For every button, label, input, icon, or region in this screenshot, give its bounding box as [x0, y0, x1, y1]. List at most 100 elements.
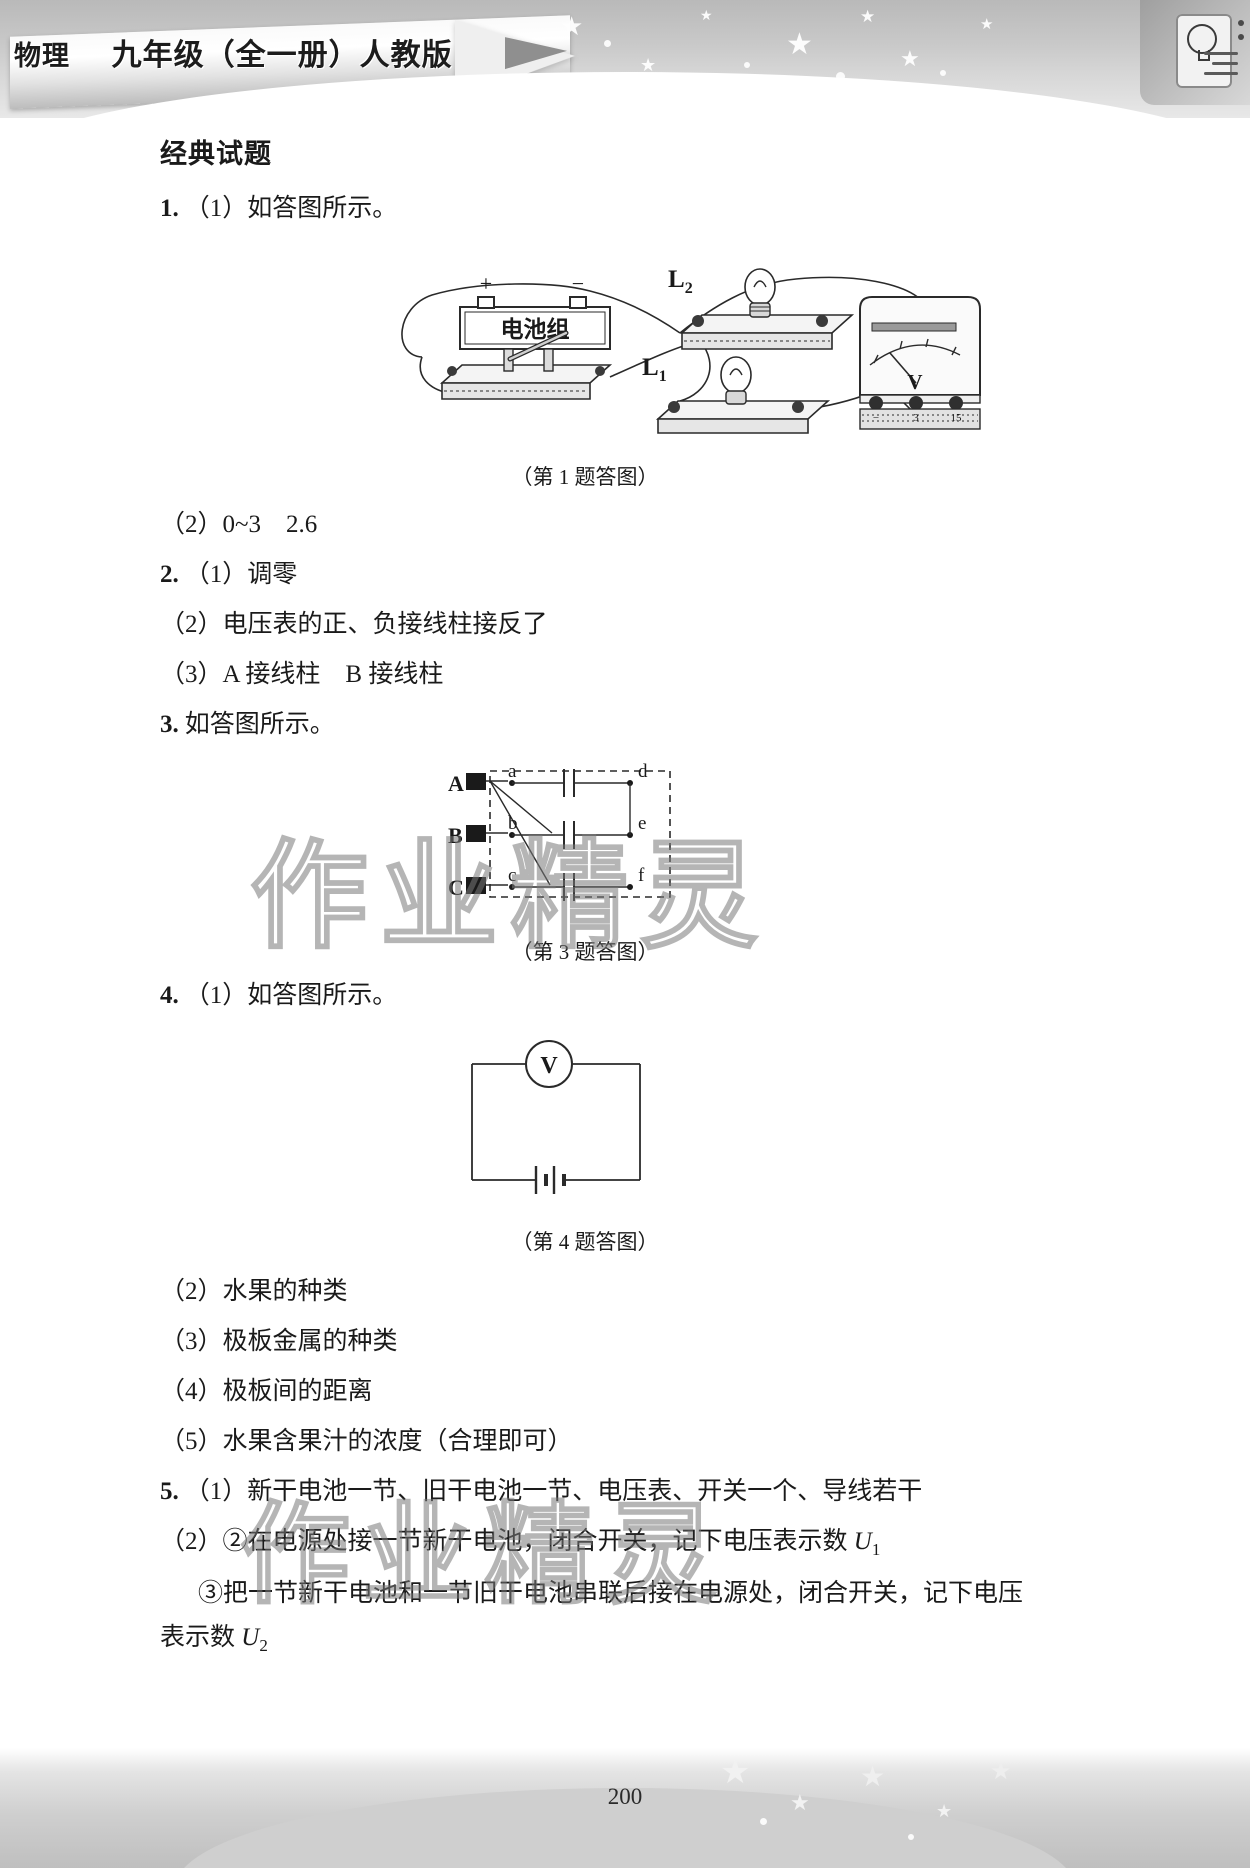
- lamp-L2-symbol: L2: [668, 266, 855, 350]
- answer-text: （1）调零: [184, 561, 298, 588]
- figure-1: 电池组 + −: [160, 237, 1080, 457]
- switch-symbol: [439, 330, 613, 400]
- star-icon: ★: [860, 7, 876, 26]
- figure-4-drawing: V: [471, 1040, 641, 1194]
- answer-line-q5-2: （2）②在电源处接一节新干电池，闭合开关，记下电压表示数 U1: [160, 1520, 1080, 1572]
- corner-line: [1212, 62, 1238, 65]
- answer-line: （5）水果含果汁的浓度（合理即可）: [160, 1420, 1080, 1464]
- node-f-label: f: [638, 865, 645, 886]
- terminal-A: A: [448, 771, 486, 796]
- star-icon: ★: [860, 1762, 886, 1793]
- answer-line: 3.如答图所示。: [160, 703, 1080, 747]
- answer-line: 4.（1）如答图所示。: [160, 974, 1080, 1018]
- answer-text: （3）A 接线柱 B 接线柱: [160, 661, 444, 688]
- node-d-label: d: [638, 761, 648, 782]
- section-title: 经典试题: [160, 139, 272, 170]
- voltmeter-terminal-label: 15: [951, 412, 963, 424]
- star-icon: ★: [720, 1754, 751, 1791]
- speck-dot: [744, 62, 750, 68]
- answer-line: 5.（1）新干电池一节、旧干电池一节、电压表、开关一个、导线若干: [160, 1470, 1080, 1514]
- answer-text: （1）如答图所示。: [184, 195, 398, 222]
- battery-cell-symbol: [534, 1166, 566, 1194]
- answer-line: （2）水果的种类: [160, 1270, 1080, 1314]
- symbol-U: U: [241, 1624, 260, 1651]
- figure-4-caption: （第 4 题答图）: [511, 1230, 659, 1254]
- voltmeter-V-label: V: [907, 370, 922, 394]
- speck-dot: [908, 1834, 914, 1840]
- pencil-lead-graphic: [505, 34, 567, 70]
- lamp-L1-symbol: L1: [642, 354, 831, 434]
- page-title: 物理 九年级（全一册）人教版: [14, 30, 453, 74]
- answer-line: （3）A 接线柱 B 接线柱: [160, 653, 1080, 697]
- answer-text: （3）极板金属的种类: [160, 1328, 398, 1355]
- symbol-U-subscript: 1: [871, 1540, 881, 1559]
- header-subject: 物理: [14, 41, 70, 72]
- star-icon: ★: [900, 46, 920, 71]
- answer-text: （5）水果含果汁的浓度（合理即可）: [160, 1428, 573, 1455]
- figure-1-drawing: 电池组 + −: [401, 266, 981, 434]
- answer-line: （3）极板金属的种类: [160, 1320, 1080, 1364]
- corner-dot: [1238, 20, 1244, 26]
- node-e-label: e: [638, 813, 646, 834]
- battery-pack-symbol: 电池组 + −: [459, 271, 611, 350]
- corner-badge: [1140, 0, 1250, 105]
- voltmeter-terminal-label: −: [873, 412, 879, 424]
- answer-text: （2）②在电源处接一节新干电池，闭合开关，记下电压表示数: [160, 1528, 854, 1555]
- page-footer-band: ★ ★ ★ ★ ★: [0, 1748, 1250, 1868]
- corner-line: [1204, 72, 1238, 75]
- answer-text: 如答图所示。: [184, 711, 335, 738]
- corner-line: [1204, 52, 1238, 55]
- page-body: 经典试题 1.（1）如答图所示。: [0, 118, 1250, 1758]
- node-b-label: b: [508, 813, 518, 834]
- terminal-B: B: [448, 823, 486, 848]
- figure-4: V: [160, 1024, 1080, 1224]
- battery-minus: −: [572, 271, 584, 296]
- branch-c-f: c f: [508, 865, 645, 901]
- figure-3-caption: （第 3 题答图）: [511, 940, 659, 964]
- symbol-U-subscript: 2: [259, 1636, 268, 1655]
- figure-1-caption: （第 1 题答图）: [511, 465, 659, 489]
- answer-text: （2）水果的种类: [160, 1278, 348, 1305]
- symbol-U: U: [853, 1528, 872, 1555]
- speck-dot: [604, 40, 611, 47]
- answer-line: 2.（1）调零: [160, 553, 1080, 597]
- dashed-box: [489, 770, 671, 898]
- node-a-label: a: [508, 761, 517, 782]
- answer-number: 1.: [160, 195, 179, 222]
- branch-a-d: a d: [508, 761, 648, 797]
- battery-plus: +: [480, 271, 492, 296]
- lightbulb-icon: [1187, 24, 1217, 61]
- answer-text: （2）电压表的正、负接线柱接反了: [160, 611, 548, 638]
- voltmeter-symbol: V − 3 15: [859, 296, 981, 430]
- branch-b-e: b e: [508, 797, 646, 849]
- answer-number: 4.: [160, 982, 179, 1009]
- star-icon: ★: [700, 9, 713, 24]
- voltmeter-circle: [525, 1040, 573, 1088]
- answer-column: 经典试题 1.（1）如答图所示。: [160, 118, 1080, 1668]
- header-grade-edition: 九年级（全一册）人教版: [111, 38, 453, 73]
- answer-number: 5.: [160, 1478, 179, 1505]
- star-icon: ★: [560, 12, 584, 41]
- corner-dot: [1238, 34, 1244, 40]
- page-header-band: 物理 九年级（全一册）人教版 ★ ★ ★ ★ ★ ★ ★: [0, 0, 1250, 118]
- star-icon: ★: [640, 55, 657, 75]
- node-c-label: c: [508, 865, 516, 886]
- answer-text: （2）0~3 2.6: [160, 511, 318, 538]
- speck-dot: [836, 72, 845, 81]
- star-icon: ★: [980, 17, 994, 33]
- answer-number: 2.: [160, 561, 179, 588]
- star-icon: ★: [936, 1801, 953, 1821]
- speck-dot: [760, 1818, 767, 1825]
- answer-line: （2）电压表的正、负接线柱接反了: [160, 603, 1080, 647]
- lamp-L1-label: L1: [642, 354, 667, 385]
- answer-text: 表示数: [160, 1624, 242, 1651]
- answer-text: ③把一节新干电池和一节旧干电池串联后接在电源处，闭合开关，记下电压: [198, 1580, 1024, 1607]
- answer-line: （4）极板间的距离: [160, 1370, 1080, 1414]
- figure-3-drawing: A B C: [448, 761, 671, 901]
- star-icon: ★: [790, 1790, 810, 1815]
- terminal-A-label: A: [448, 771, 464, 796]
- answer-text: （4）极板间的距离: [160, 1378, 373, 1405]
- answer-text: （1）如答图所示。: [184, 982, 398, 1009]
- answer-number: 3.: [160, 711, 179, 738]
- answer-line-q5-4: 表示数 U2: [160, 1616, 1080, 1668]
